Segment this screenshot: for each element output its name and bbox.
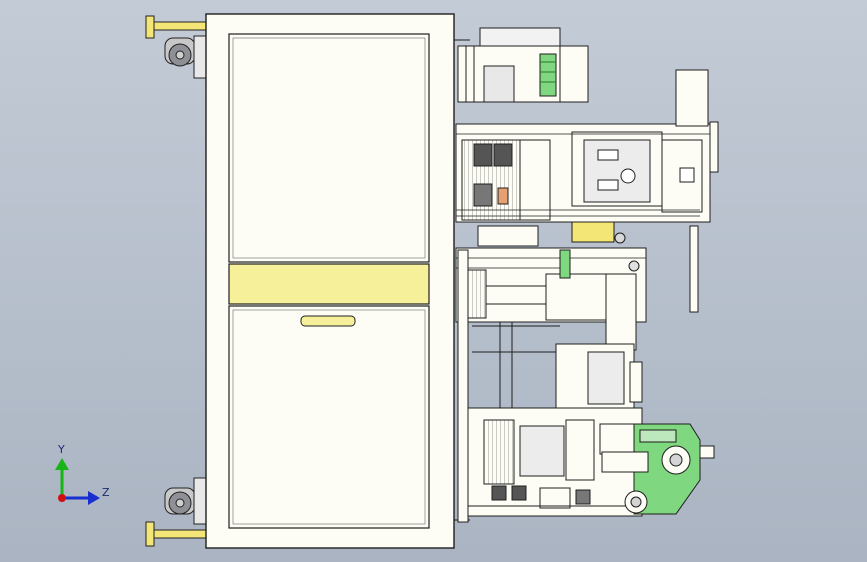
motor-assembly	[457, 27, 589, 103]
caster-wheel-icon	[164, 35, 207, 79]
upper-mechanism	[455, 69, 719, 313]
middle-module	[455, 247, 647, 351]
caster-wheel-icon	[164, 477, 207, 525]
main-cabinet	[205, 13, 470, 549]
lower-assembly	[467, 407, 715, 517]
z-axis-label: Z	[102, 486, 110, 499]
vertical-rails	[457, 249, 643, 523]
y-axis-label: Y	[58, 443, 65, 456]
